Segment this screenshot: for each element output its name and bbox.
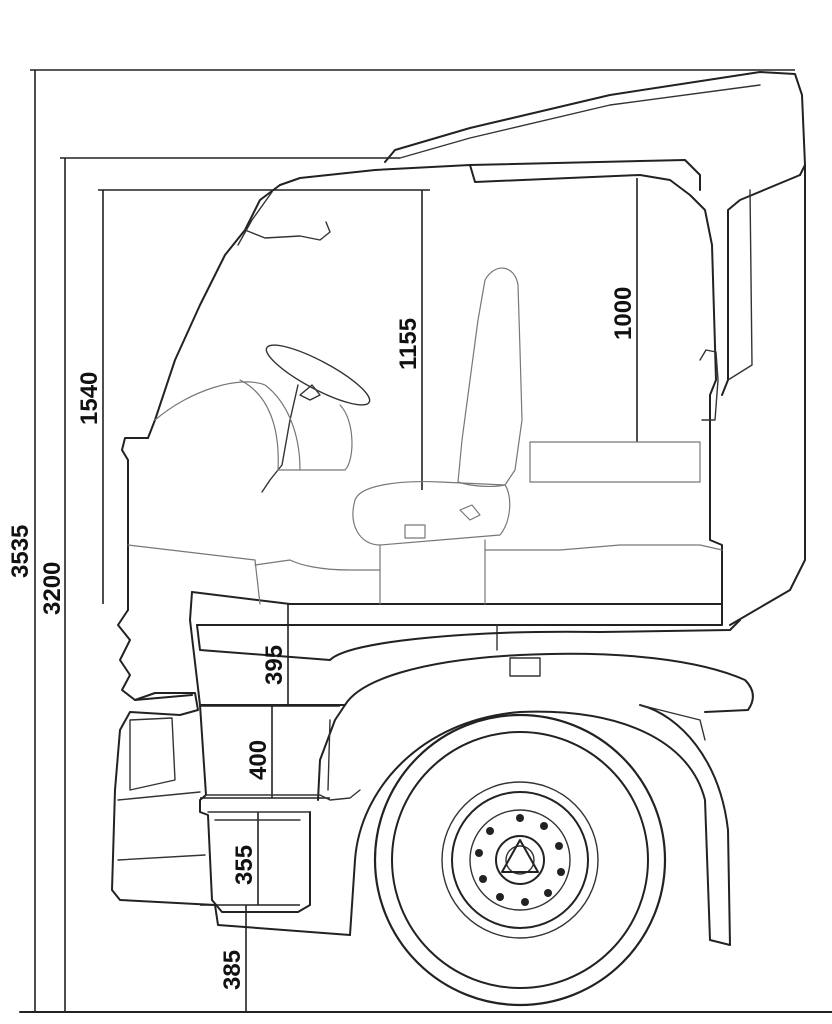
overall-height-dimension <box>30 69 795 1012</box>
front-bumper <box>111 692 351 936</box>
label-floor-to-step: 395 <box>261 645 288 685</box>
label-ground-to-step: 385 <box>219 950 246 990</box>
label-overall-height: 3535 <box>7 525 34 578</box>
dashboard <box>127 379 353 605</box>
steering-wheel <box>261 344 371 493</box>
sleeper-bunk <box>254 441 723 571</box>
access-steps <box>199 704 361 913</box>
front-wheel <box>373 713 667 1007</box>
label-bunk-headroom: 1000 <box>610 287 637 340</box>
driver-seat <box>352 267 523 605</box>
cab-outline <box>117 71 806 706</box>
label-cab-height: 3200 <box>39 562 66 615</box>
interior-height-dimension <box>98 189 430 604</box>
wheel-arch <box>196 619 754 946</box>
label-seat-headroom: 1155 <box>395 318 422 370</box>
label-interior-height: 1540 <box>76 372 103 425</box>
label-lower-step: 355 <box>231 845 258 885</box>
label-upper-step: 400 <box>245 740 272 780</box>
dimension-labels: 3535 3200 1540 1155 1000 395 400 355 385 <box>7 287 637 990</box>
wheel-nuts <box>475 814 565 906</box>
cab-height-dimension <box>60 157 400 1012</box>
